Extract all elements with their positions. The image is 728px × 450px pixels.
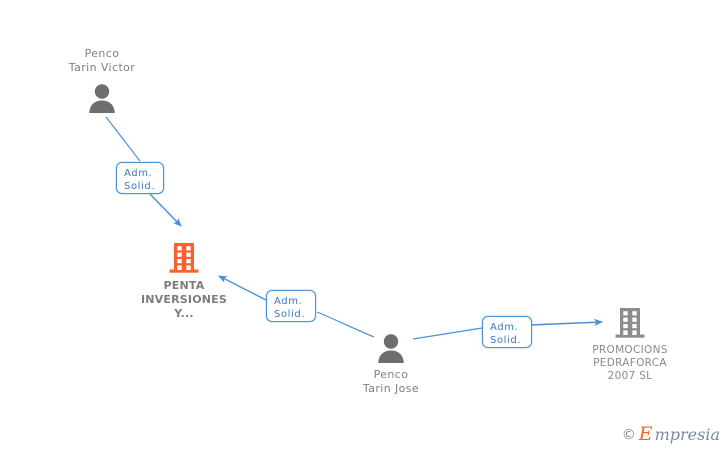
person-icon bbox=[378, 334, 404, 363]
node-penco-tarin-victor[interactable]: Penco Tarin Victor bbox=[47, 45, 157, 113]
relation-box-jose-penta[interactable]: Adm. Solid. bbox=[266, 290, 316, 322]
node-label-promocions-pedraforca: PROMOCIONS PEDRAFORCA 2007 SL bbox=[592, 344, 668, 382]
person-icon bbox=[89, 84, 115, 113]
node-label-penta-inversiones: PENTA INVERSIONES Y... bbox=[140, 279, 227, 320]
node-penta-inversiones[interactable]: PENTA INVERSIONES Y... bbox=[129, 241, 239, 321]
watermark-brand-rest: mpresia bbox=[654, 424, 720, 444]
relation-box-victor-penta[interactable]: Adm. Solid. bbox=[116, 162, 164, 194]
watermark-brand-initial: E bbox=[638, 423, 653, 445]
relation-box-jose-promocions[interactable]: Adm. Solid. bbox=[482, 316, 532, 348]
edge-box1-to-penta bbox=[149, 193, 182, 227]
node-label-penco-tarin-jose: Penco Tarin Jose bbox=[362, 368, 420, 395]
edge-victor-to-box1 bbox=[105, 116, 141, 162]
building-icon bbox=[615, 308, 645, 338]
node-penco-tarin-jose[interactable]: Penco Tarin Jose bbox=[336, 333, 446, 396]
watermark-empresia: © E mpresia bbox=[622, 425, 720, 444]
node-label-penco-tarin-victor: Penco Tarin Victor bbox=[68, 47, 136, 74]
building-icon-highlighted bbox=[169, 243, 199, 273]
copyright-icon: © bbox=[621, 426, 636, 443]
node-promocions-pedraforca[interactable]: PROMOCIONS PEDRAFORCA 2007 SL bbox=[575, 306, 685, 383]
